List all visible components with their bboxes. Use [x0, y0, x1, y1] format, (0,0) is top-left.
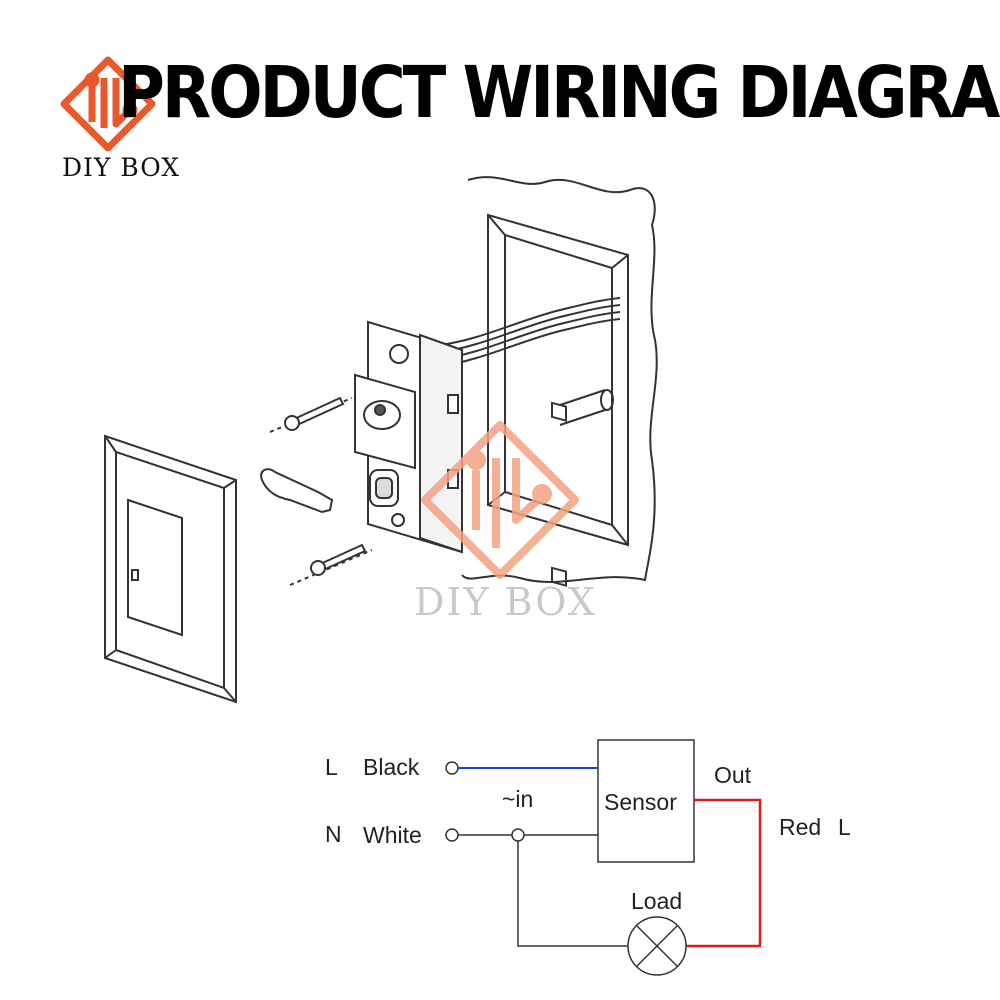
page-title: PRODUCT WIRING DIAGRAM — [118, 52, 1000, 135]
sensor-box — [597, 739, 695, 863]
red-wire-phase-label: L — [838, 814, 851, 840]
mounting-clip — [260, 468, 334, 514]
wiring-schematic — [445, 739, 762, 976]
line-terminal — [445, 761, 459, 775]
input-label: ~in — [502, 786, 534, 812]
watermark-text: DIY BOX — [414, 580, 597, 624]
brand-name: DIY BOX — [62, 153, 181, 182]
white-wire-label: White — [363, 822, 422, 848]
output-label: Out — [714, 762, 752, 788]
diy-box-logo-icon — [60, 56, 156, 152]
wall-junction-box — [439, 176, 658, 587]
line-label: L — [325, 754, 338, 780]
neutral-return-wire — [517, 841, 628, 947]
red-wire — [686, 798, 762, 948]
wall-plate — [104, 434, 237, 704]
watermark-logo-icon — [421, 421, 579, 579]
sensor-label: Sensor — [604, 789, 677, 815]
red-wire-label: Red — [779, 814, 822, 840]
neutral-terminal — [445, 828, 459, 842]
black-wire-label: Black — [363, 754, 420, 780]
load-label: Load — [631, 888, 683, 914]
neutral-label: N — [325, 821, 342, 847]
load-lamp-icon — [627, 916, 687, 976]
sensor-switch-device — [354, 320, 463, 554]
junction-node — [511, 828, 525, 842]
mounting-screws — [269, 396, 373, 586]
